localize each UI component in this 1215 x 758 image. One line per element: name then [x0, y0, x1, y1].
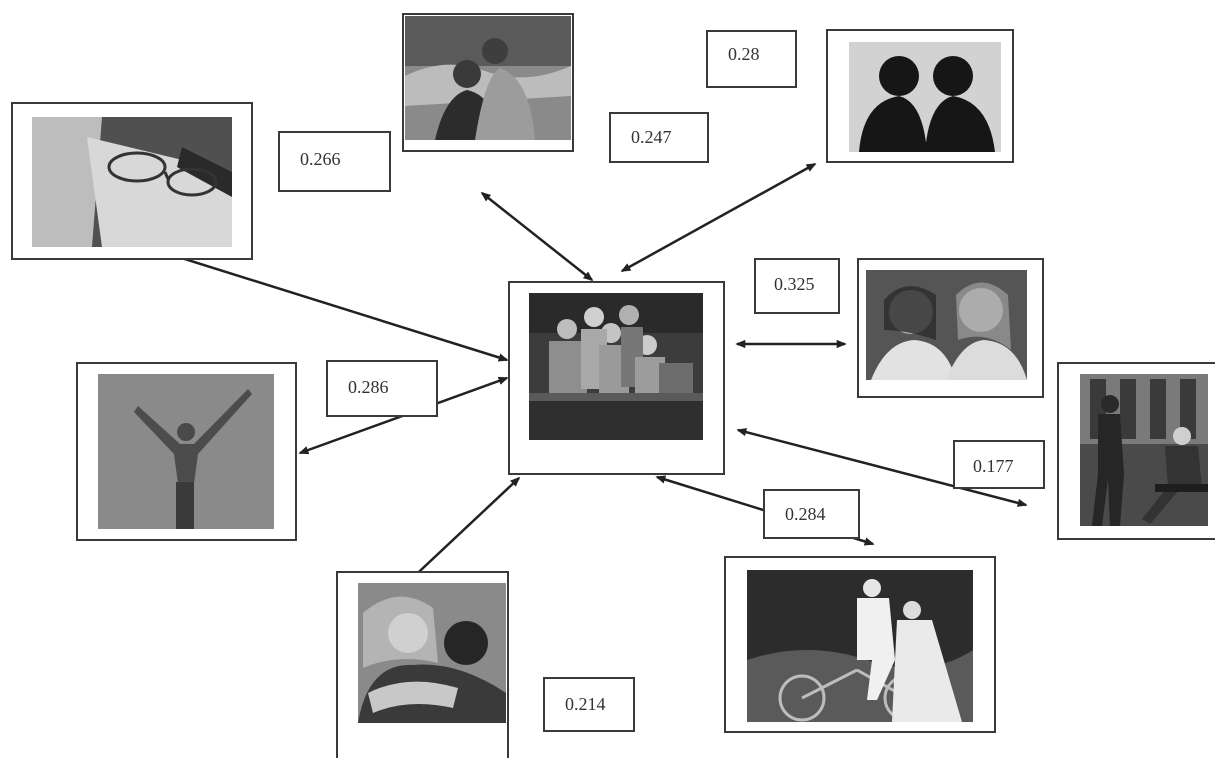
arrow-hug	[404, 476, 521, 586]
similarity-label-laughing: 0.325	[754, 258, 840, 314]
similarity-value-arms: 0.286	[348, 377, 389, 397]
similarity-label-silhouette: 0.28	[706, 30, 797, 88]
couple-on-beach-photo	[405, 16, 571, 140]
couple-silhouette-photo	[849, 42, 1001, 152]
arrow-street	[736, 428, 1028, 507]
similarity-value-hug: 0.214	[565, 694, 606, 714]
similarity-value-silhouette: 0.28	[728, 44, 760, 64]
similarity-label-hug: 0.214	[543, 677, 635, 732]
arrow-silhouette	[620, 162, 817, 273]
similarity-value-laughing: 0.325	[774, 274, 815, 294]
similarity-label-book: 0.266	[278, 131, 391, 192]
group-of-elderly-people-photo	[529, 293, 703, 440]
similarity-value-bicycle: 0.284	[785, 504, 826, 524]
street-bench-photo	[1080, 374, 1208, 526]
similarity-label-street: 0.177	[953, 440, 1045, 489]
woman-arms-raised-photo	[98, 374, 274, 529]
book-with-glasses-photo	[32, 117, 232, 247]
similarity-label-beach: 0.247	[609, 112, 709, 163]
women-hugging-photo	[358, 583, 506, 723]
arrow-beach	[480, 191, 594, 282]
laughing-women-photo	[866, 270, 1027, 380]
bride-groom-bicycle-photo	[747, 570, 973, 722]
similarity-label-arms: 0.286	[326, 360, 438, 417]
similarity-value-book: 0.266	[300, 149, 341, 169]
similarity-value-street: 0.177	[973, 456, 1014, 476]
similarity-value-beach: 0.247	[631, 127, 672, 147]
similarity-label-bicycle: 0.284	[763, 489, 860, 539]
arrow-book	[138, 243, 509, 362]
